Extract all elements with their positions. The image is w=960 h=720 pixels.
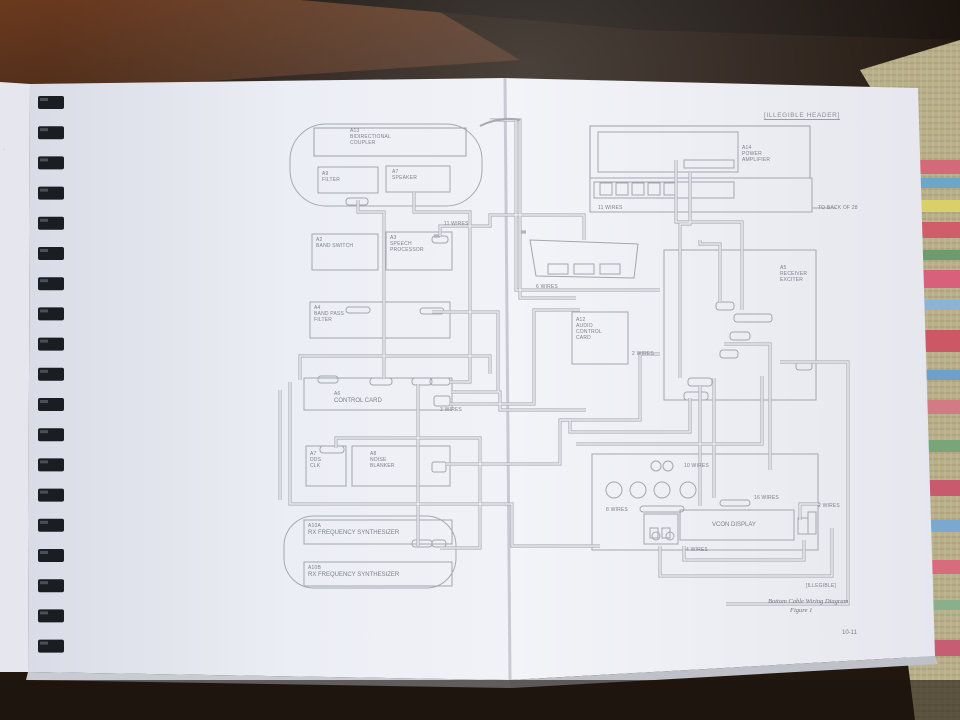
- a2-line1: BAND SWITCH: [316, 243, 354, 249]
- a3-line2: PROCESSOR: [390, 247, 424, 253]
- wire-label-10: 3 WIRES: [440, 407, 462, 413]
- spiral-coil: [38, 609, 64, 623]
- wire-label-4: 2 WIRES: [632, 351, 654, 357]
- spiral-coil-highlight: [40, 98, 48, 101]
- a14-line2: AMPLIFIER: [742, 157, 771, 163]
- spiral-coil: [38, 216, 64, 230]
- spiral-coil-highlight: [40, 218, 48, 222]
- spiral-coil: [38, 247, 64, 260]
- spiral-coil: [38, 488, 64, 502]
- display-label: VCON DISPLAY: [712, 522, 756, 528]
- spiral-coil: [38, 186, 64, 200]
- spiral-coil: [38, 337, 64, 351]
- left-page: [28, 78, 510, 680]
- spiral-coil-highlight: [40, 188, 48, 192]
- a8-line1: NOISE: [370, 457, 387, 463]
- a6-ref: A6: [334, 391, 341, 397]
- a7b-line1: DDS: [310, 457, 322, 463]
- a5-line2: EXCITER: [780, 277, 804, 283]
- spiral-coil: [38, 367, 64, 381]
- spiral-coil: [38, 549, 64, 562]
- a13-line2: COUPLER: [350, 140, 376, 146]
- a12-ref: A12: [576, 317, 586, 323]
- a8-ref: A8: [370, 451, 377, 457]
- a10b-line1: RX FREQUENCY SYNTHESIZER: [308, 572, 400, 578]
- spiral-coil-highlight: [40, 400, 48, 403]
- a13-ref: A13: [350, 128, 360, 134]
- spiral-coil-highlight: [40, 641, 48, 645]
- a5-ref: A5: [780, 265, 787, 271]
- a4-ref: A4: [314, 305, 321, 311]
- a10a-line1: RX FREQUENCY SYNTHESIZER: [308, 530, 400, 536]
- wiring-diagram: [278, 117, 850, 606]
- svg-text:.: .: [3, 146, 5, 152]
- a7b-line2: CLK: [310, 463, 321, 469]
- spiral-coil-highlight: [40, 369, 48, 373]
- spiral-coil: [38, 639, 64, 653]
- spiral-coil: [38, 428, 64, 442]
- a12-line3: CARD: [576, 335, 591, 341]
- wire-label-3: 11 WIRES: [598, 205, 623, 211]
- wire-label-11: TO BACK OF 28: [818, 205, 858, 211]
- spiral-coil-highlight: [40, 249, 48, 252]
- a12-line1: AUDIO: [576, 323, 593, 329]
- a9-ref: A9: [322, 171, 329, 177]
- spiral-coil-highlight: [40, 581, 48, 585]
- wire-label-1: 11 WIRES: [444, 221, 469, 227]
- spiral-coil: [38, 96, 64, 109]
- spiral-coil: [38, 156, 64, 170]
- right-page: [505, 78, 935, 680]
- page-number: 10-11: [842, 630, 857, 636]
- spiral-coil: [38, 126, 64, 140]
- wire-label-5: 10 WIRES: [684, 463, 709, 469]
- a12-line2: CONTROL: [576, 329, 602, 335]
- page-header: [ILLEGIBLE HEADER]: [764, 112, 840, 121]
- a10a-ref: A10A: [308, 523, 322, 529]
- a6-line1: CONTROL CARD: [334, 398, 382, 404]
- a2-ref: A2: [316, 237, 323, 243]
- a14-ref: A14: [742, 145, 752, 151]
- a13-line1: BIDIRECTIONAL: [350, 134, 391, 140]
- spiral-binding: [38, 96, 64, 653]
- spiral-coil-highlight: [40, 339, 48, 343]
- caption-line2: Figure 1: [790, 607, 813, 614]
- a4-line1: BAND PASS: [314, 311, 345, 317]
- figure-code: [ILLEGIBLE]: [806, 583, 836, 589]
- spiral-coil-highlight: [40, 490, 48, 494]
- wire-label-8: 4 WIRES: [686, 547, 708, 553]
- spiral-coil: [38, 579, 64, 593]
- spiral-coil-highlight: [40, 520, 48, 524]
- spiral-coil-highlight: [40, 158, 48, 162]
- a4-line2: FILTER: [314, 317, 333, 323]
- spiral-coil-highlight: [40, 309, 48, 313]
- spiral-coil-highlight: [40, 128, 48, 132]
- spiral-coil-highlight: [40, 611, 48, 615]
- spiral-coil-highlight: [40, 551, 48, 554]
- a10b-ref: A10B: [308, 565, 322, 571]
- a9-line1: FILTER: [322, 177, 341, 183]
- a7b-ref: A7: [310, 451, 317, 457]
- spiral-coil: [38, 398, 64, 411]
- spiral-coil-highlight: [40, 279, 48, 283]
- caption-line1: Bottom Cable Wiring Diagram: [768, 598, 849, 605]
- spiral-coil: [38, 307, 64, 321]
- a3-line1: SPEECH: [390, 241, 412, 247]
- wire-label-2: 6 WIRES: [536, 284, 558, 290]
- wire-label-6: 8 WIRES: [606, 507, 628, 513]
- spiral-coil-highlight: [40, 430, 48, 434]
- a5-line1: RECEIVER: [780, 271, 808, 277]
- spiral-coil: [38, 518, 64, 532]
- wire-label-9: 2 WIRES: [818, 503, 840, 509]
- a3-ref: A3: [390, 235, 397, 241]
- a8-line2: BLANKER: [370, 463, 395, 469]
- spiral-coil: [38, 277, 64, 291]
- wire-label-7: 16 WIRES: [754, 495, 779, 501]
- a14-line1: POWER: [742, 151, 762, 157]
- a7-ref: A7: [392, 169, 399, 175]
- a7-line1: SPEAKER: [392, 175, 418, 181]
- spiral-coil: [38, 458, 64, 472]
- spiral-coil-highlight: [40, 460, 48, 464]
